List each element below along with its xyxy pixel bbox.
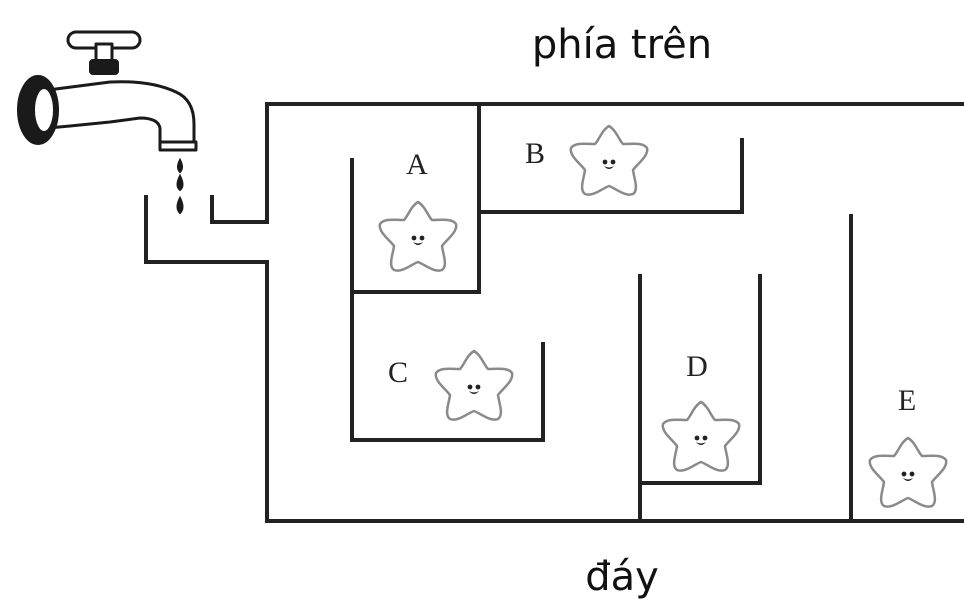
star-fish-icon (569, 124, 649, 196)
faucet-icon (17, 30, 198, 152)
star-fish-icon (434, 349, 514, 421)
container-label-b: B (525, 137, 545, 170)
star-fish-icon (868, 436, 948, 508)
star-fish-icon (661, 400, 741, 472)
bottom-label: đáy (585, 554, 659, 599)
container-label-d: D (686, 350, 708, 383)
pipe-network (144, 102, 964, 523)
container-label-a: A (406, 148, 428, 181)
water-drop-icon (176, 157, 184, 215)
star-fish-icon (378, 200, 458, 272)
container-label-c: C (388, 356, 408, 389)
top-label: phía trên (532, 22, 712, 68)
container-label-e: E (898, 384, 916, 417)
